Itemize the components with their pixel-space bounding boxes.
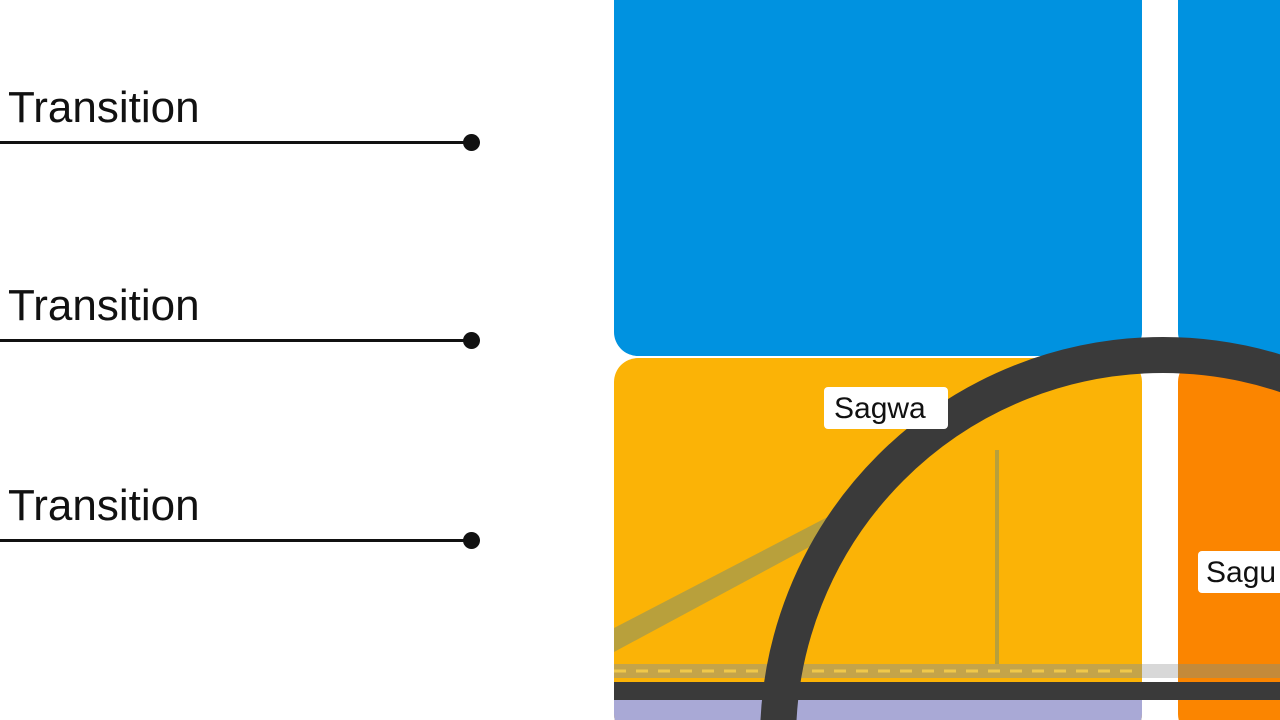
connector-dot-1 <box>463 134 480 151</box>
gap-road-strip <box>1142 664 1178 678</box>
bridge-road <box>614 682 1142 700</box>
connector-dot-2 <box>463 332 480 349</box>
transition-row-2: Transition <box>0 281 480 361</box>
transition-label-2: Transition <box>8 281 200 330</box>
tag-orange-text: Sagu <box>1206 556 1276 589</box>
connector-dot-3 <box>463 532 480 549</box>
bridge-cable <box>614 496 878 652</box>
transition-label-3: Transition <box>8 481 200 530</box>
connector-line-2 <box>0 339 472 342</box>
bridge-deck-strip <box>614 664 1142 678</box>
tag-yellow-text: Sagwa <box>834 392 926 425</box>
connector-line-1 <box>0 141 472 144</box>
yellow-tile <box>614 358 1142 720</box>
blue-tile-right <box>1178 0 1280 356</box>
connector-line-3 <box>0 539 472 542</box>
blue-tile-left <box>614 0 1142 356</box>
transition-label-1: Transition <box>8 83 200 132</box>
bridge-base <box>614 700 1142 720</box>
bridge-structure <box>614 450 1142 720</box>
orange-road <box>1178 664 1280 700</box>
transition-row-1: Transition <box>0 83 480 163</box>
gap-road <box>1142 682 1178 700</box>
tag-yellow: Sagwa <box>824 387 948 429</box>
transition-row-3: Transition <box>0 481 480 561</box>
arch-ring <box>760 337 1280 720</box>
tag-orange: Sagu <box>1198 551 1280 593</box>
orange-tile <box>1178 358 1280 720</box>
bridge-pylon <box>995 450 999 670</box>
